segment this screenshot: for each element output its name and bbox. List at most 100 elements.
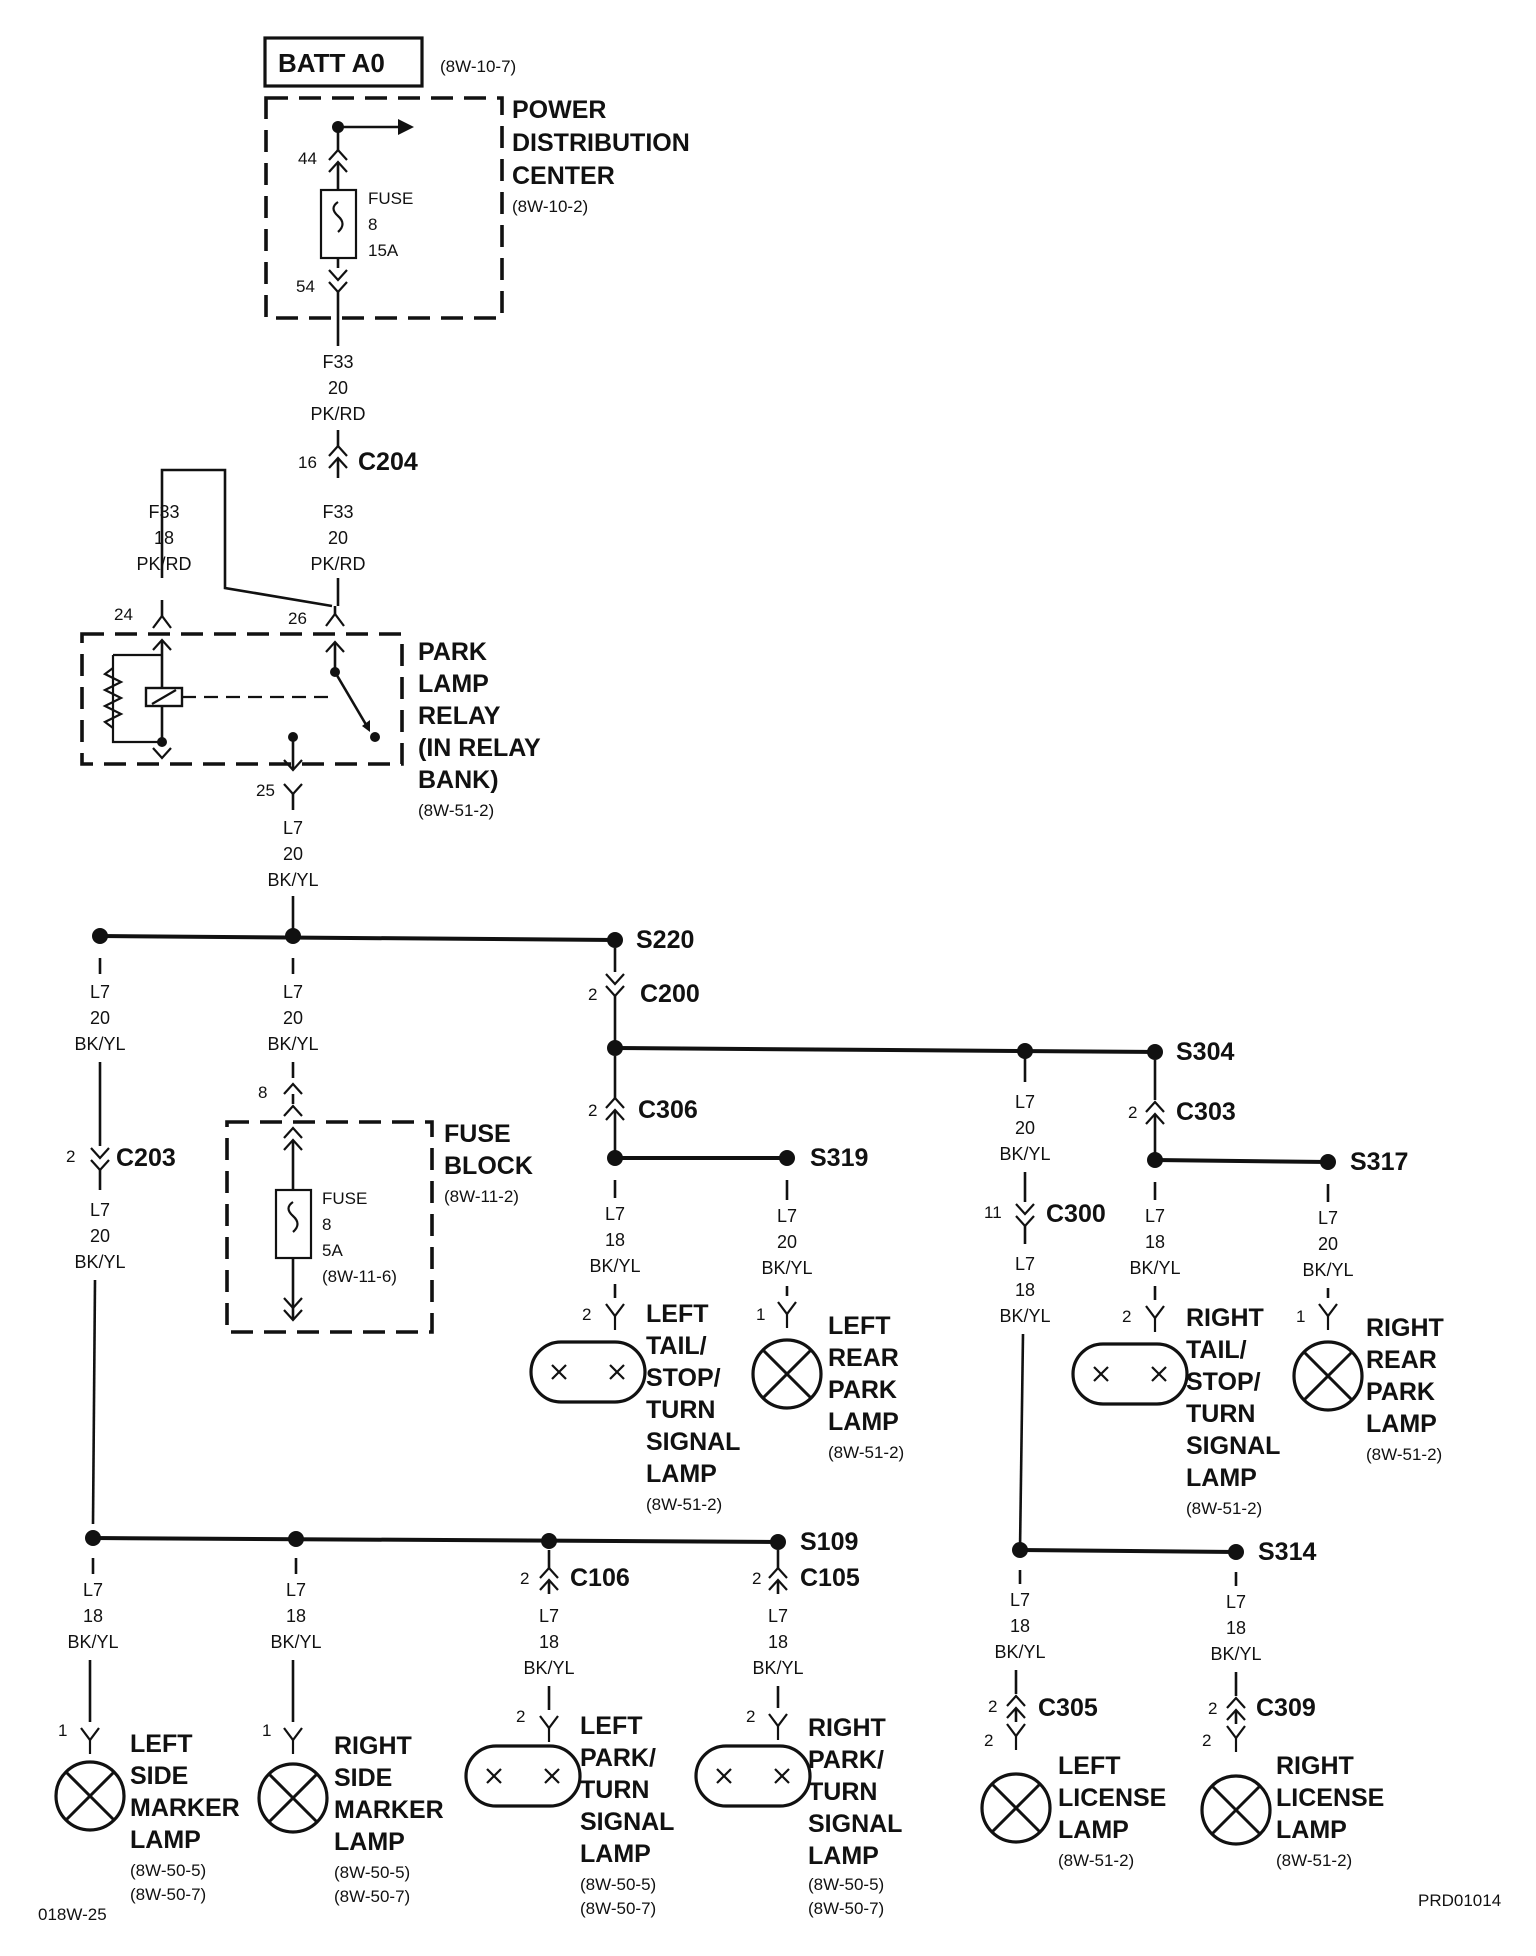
wire-lsm-circuit: L7 xyxy=(83,1580,103,1600)
wire-f33-mid-circuit: F33 xyxy=(322,502,353,522)
right-park-turn-pin: 2 xyxy=(746,1707,755,1726)
fuse-block xyxy=(225,1104,434,1334)
left-tail-title-6: LAMP xyxy=(646,1460,717,1488)
wire-rlic-gauge: 18 xyxy=(1226,1618,1246,1638)
wire-c300-in-circuit: L7 xyxy=(1015,1092,1035,1112)
right-side-marker-lamp-icon xyxy=(257,1762,329,1834)
c200-pin: 2 xyxy=(588,985,597,1004)
wire-lsm-gauge: 18 xyxy=(83,1606,103,1626)
right-license-lamp-icon xyxy=(1200,1774,1272,1846)
left-side-marker-title-4: LAMP xyxy=(130,1826,201,1854)
battery-ref: (8W-10-7) xyxy=(440,57,516,76)
wire-lrp-color: BK/YL xyxy=(761,1258,812,1278)
pdc-pin-top: 44 xyxy=(298,149,317,168)
left-rear-park-title-3: PARK xyxy=(828,1376,897,1404)
fuse-8-5a-icon xyxy=(274,1188,313,1260)
right-rear-bus xyxy=(1147,1152,1336,1170)
wire-lpt-circuit: L7 xyxy=(539,1606,559,1626)
fuse-block-ref: (8W-11-2) xyxy=(444,1187,519,1206)
pdc-title-3: CENTER xyxy=(512,162,615,190)
c306-pin: 2 xyxy=(588,1101,597,1120)
right-side-marker-title-1: RIGHT xyxy=(334,1732,412,1760)
c303-label: C303 xyxy=(1176,1098,1236,1126)
right-rear-park-lamp-icon xyxy=(1292,1340,1364,1412)
c106-label: C106 xyxy=(570,1564,630,1592)
right-park-turn-title-1: RIGHT xyxy=(808,1714,886,1742)
fuse-block-title-2: BLOCK xyxy=(444,1152,533,1180)
left-tail-lamp-icon xyxy=(529,1340,647,1404)
wire-f33-top-circuit: F33 xyxy=(322,352,353,372)
right-rear-park-title-4: LAMP xyxy=(1366,1410,1437,1438)
left-side-marker-title-3: MARKER xyxy=(130,1794,240,1822)
c203-label: C203 xyxy=(116,1144,176,1172)
left-rear-park-pin: 1 xyxy=(756,1305,765,1324)
license-bus xyxy=(1012,1542,1244,1560)
wire-llic-circuit: L7 xyxy=(1010,1590,1030,1610)
wire-lsm-color: BK/YL xyxy=(67,1632,118,1652)
right-license-title-3: LAMP xyxy=(1276,1816,1347,1844)
wire-rt-gauge: 18 xyxy=(1145,1232,1165,1252)
pdc-fuse-number: 8 xyxy=(368,215,377,234)
wire-rpt-color: BK/YL xyxy=(752,1658,803,1678)
right-park-turn-lamp-icon xyxy=(694,1744,812,1808)
c303-pin: 2 xyxy=(1128,1103,1137,1122)
splice-s220: S220 xyxy=(636,926,694,954)
wire-relay-out-color: BK/YL xyxy=(267,870,318,890)
wire-lrp-gauge: 20 xyxy=(777,1232,797,1252)
wire-relay-out-circuit: L7 xyxy=(283,818,303,838)
fuse-block-fuse-number: 8 xyxy=(322,1215,331,1234)
left-license-ref: (8W-51-2) xyxy=(1058,1851,1134,1870)
left-tail-title-2: TAIL/ xyxy=(646,1332,707,1360)
left-side-marker-ref-1: (8W-50-5) xyxy=(130,1861,206,1880)
wire-relay-out-gauge: 20 xyxy=(283,844,303,864)
splice-s109: S109 xyxy=(800,1528,858,1556)
c106-pin: 2 xyxy=(520,1569,529,1588)
left-side-marker-ref-2: (8W-50-7) xyxy=(130,1885,206,1904)
right-tail-ref: (8W-51-2) xyxy=(1186,1499,1262,1518)
fuse-block-title-1: FUSE xyxy=(444,1120,511,1148)
wire-mid-color: BK/YL xyxy=(267,1034,318,1054)
right-park-turn-title-5: LAMP xyxy=(808,1842,879,1870)
c309-pin: 2 xyxy=(1208,1699,1217,1718)
c204-pin: 16 xyxy=(298,453,317,472)
wire-mid-gauge: 20 xyxy=(283,1008,303,1028)
wire-c203-color: BK/YL xyxy=(74,1252,125,1272)
right-rear-park-title-1: RIGHT xyxy=(1366,1314,1444,1342)
left-rear-park-title-1: LEFT xyxy=(828,1312,891,1340)
wire-rlic-circuit: L7 xyxy=(1226,1592,1246,1612)
footer-right-code: PRD01014 xyxy=(1418,1891,1501,1910)
left-park-turn-title-1: LEFT xyxy=(580,1712,643,1740)
pdc-title-1: POWER xyxy=(512,96,606,124)
right-park-turn-title-2: PARK/ xyxy=(808,1746,884,1774)
relay-title-3: RELAY xyxy=(418,702,501,730)
wire-mid-circuit: L7 xyxy=(283,982,303,1002)
left-park-turn-lamp-icon xyxy=(464,1744,582,1808)
left-license-pin: 2 xyxy=(984,1731,993,1750)
fuse-block-fuse-rating: 5A xyxy=(322,1241,343,1260)
right-license-title-1: RIGHT xyxy=(1276,1752,1354,1780)
relay-title-1: PARK xyxy=(418,638,487,666)
right-side-marker-ref-1: (8W-50-5) xyxy=(334,1863,410,1882)
right-side-marker-title-2: SIDE xyxy=(334,1764,392,1792)
right-side-marker-title-3: MARKER xyxy=(334,1796,444,1824)
wire-f33-18-gauge: 18 xyxy=(154,528,174,548)
wire-lt-color: BK/YL xyxy=(589,1256,640,1276)
splice-s317: S317 xyxy=(1350,1148,1408,1176)
c204-label: C204 xyxy=(358,448,418,476)
right-rear-park-ref: (8W-51-2) xyxy=(1366,1445,1442,1464)
left-license-title-1: LEFT xyxy=(1058,1752,1121,1780)
left-park-turn-ref-1: (8W-50-5) xyxy=(580,1875,656,1894)
right-license-pin: 2 xyxy=(1202,1731,1211,1750)
wire-llic-color: BK/YL xyxy=(994,1642,1045,1662)
c300-label: C300 xyxy=(1046,1200,1106,1228)
footer-left-code: 018W-25 xyxy=(38,1905,107,1924)
pdc-ref: (8W-10-2) xyxy=(512,197,588,216)
fuse-8-icon xyxy=(319,188,358,260)
right-license-ref: (8W-51-2) xyxy=(1276,1851,1352,1870)
right-park-turn-ref-2: (8W-50-7) xyxy=(808,1899,884,1918)
left-side-marker-title-1: LEFT xyxy=(130,1730,193,1758)
wire-llic-gauge: 18 xyxy=(1010,1616,1030,1636)
relay-pin-24: 24 xyxy=(114,605,133,624)
c203-pin: 2 xyxy=(66,1147,75,1166)
wire-c300-in-color: BK/YL xyxy=(999,1144,1050,1164)
